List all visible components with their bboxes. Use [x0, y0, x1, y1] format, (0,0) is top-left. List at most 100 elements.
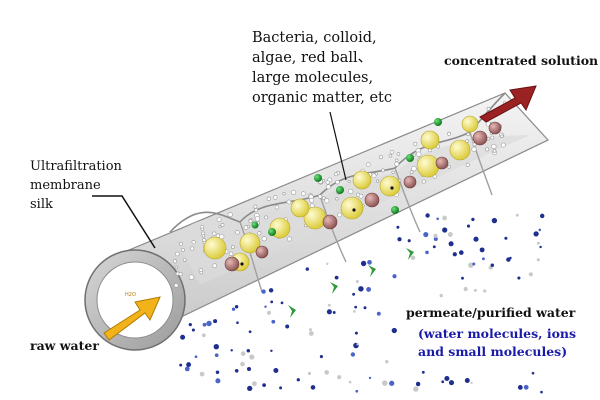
permeate-molecule — [536, 258, 540, 262]
raw-water-label: raw water — [30, 338, 99, 353]
permeate-molecule — [423, 232, 429, 238]
membrane-pore — [412, 153, 416, 157]
permeate-molecule — [191, 328, 195, 332]
membrane-pore — [325, 180, 330, 185]
permeate-molecule — [481, 257, 485, 261]
permeate-molecule — [425, 213, 430, 218]
red-particle — [472, 130, 488, 146]
membrane-pore — [274, 205, 280, 210]
membrane-pore — [466, 132, 470, 137]
red-particle — [364, 192, 380, 208]
permeate-molecule — [354, 331, 358, 335]
permeate-molecule — [528, 272, 534, 277]
permeate-molecule — [262, 383, 266, 387]
permeate-molecule — [472, 262, 476, 266]
permeate-molecule — [202, 322, 207, 327]
membrane-pore — [447, 131, 451, 136]
permeate-molecule — [266, 310, 272, 315]
permeate-molecule — [355, 279, 359, 284]
tube-end-opening — [96, 261, 174, 339]
permeate-molecule — [413, 386, 419, 392]
permeate-molecule — [249, 354, 255, 360]
permeate-molecule — [236, 321, 239, 325]
permeate-molecule — [201, 333, 206, 338]
membrane-pore — [200, 227, 205, 231]
permeate-molecule — [506, 257, 511, 262]
membrane-pore — [181, 247, 185, 252]
permeate-molecule — [334, 275, 339, 280]
permeate-molecule — [433, 233, 438, 238]
permeate-molecule — [310, 385, 316, 390]
permeate-molecule — [396, 225, 400, 229]
membrane-pore — [212, 231, 217, 236]
permeation-arrows — [288, 248, 414, 318]
membrane-pore — [358, 193, 364, 199]
permeate-molecule — [471, 217, 475, 222]
green-arrow-icon — [288, 305, 296, 318]
permeate-molecule — [350, 352, 356, 357]
membrane-pore — [182, 258, 187, 262]
permeate-molecule — [425, 250, 429, 255]
permeate-molecule — [360, 260, 367, 267]
permeate-molecule — [533, 231, 539, 237]
green-particle — [268, 228, 276, 236]
membrane-pore — [309, 197, 315, 203]
membrane-pore — [500, 142, 506, 148]
membrane-pore — [421, 179, 426, 184]
membrane-pore — [273, 195, 278, 200]
membrane-pore — [218, 225, 222, 229]
membrane-pore — [485, 147, 490, 152]
permeate-molecule — [410, 255, 416, 260]
permeate-molecule — [326, 262, 329, 266]
permeate-molecule — [531, 371, 535, 375]
permeate-label: permeate/purified water — [406, 305, 576, 320]
permeate-molecule — [397, 237, 402, 242]
permeate-detail-line: (water molecules, ions — [418, 326, 577, 341]
permeate-molecule — [273, 367, 279, 374]
green-arrow-icon — [330, 282, 338, 294]
membrane-pore — [337, 212, 342, 218]
red-particle — [322, 214, 338, 230]
membrane-pore — [190, 246, 195, 251]
membrane-pore — [178, 272, 183, 277]
permeate-molecule — [179, 363, 183, 367]
membrane-pore — [248, 219, 253, 224]
membrane-pore — [391, 170, 395, 174]
membrane-label-line: silk — [30, 197, 53, 212]
membrane-pore — [254, 208, 258, 212]
retained-particles — [203, 115, 502, 272]
membrane-pore — [227, 212, 233, 218]
permeate-molecule — [327, 303, 331, 307]
permeate-molecule — [270, 349, 273, 353]
particle-dot — [352, 208, 356, 212]
permeate-molecule — [539, 213, 545, 219]
green-arrow-icon — [406, 248, 414, 260]
membrane-pore — [381, 168, 385, 173]
permeate-molecule — [296, 378, 300, 382]
membrane-pore — [378, 155, 383, 160]
permeate-molecule — [479, 247, 485, 253]
permeate-molecule — [251, 381, 257, 387]
membrane-pore — [335, 197, 339, 201]
yellow-particle — [420, 130, 440, 150]
permeate-molecule — [234, 368, 239, 373]
permeate-molecule — [367, 259, 372, 265]
membrane-pore — [500, 134, 504, 138]
membrane-pore — [348, 188, 354, 195]
membrane-pore — [173, 283, 179, 288]
membrane-pore — [254, 216, 261, 222]
permeate-molecule — [442, 215, 447, 221]
contaminants-line: Bacteria, colloid, — [252, 30, 377, 46]
permeate-molecule — [215, 370, 220, 375]
membrane-pore — [388, 153, 393, 158]
permeate-molecule — [332, 311, 336, 314]
permeate-molecule — [231, 307, 236, 311]
permeate-detail-line: and small molecules) — [418, 344, 568, 359]
permeate-molecule — [470, 381, 473, 384]
permeate-molecule — [194, 355, 198, 359]
membrane-pore — [465, 162, 470, 167]
contaminants-line: algae, red ball、 — [252, 50, 373, 66]
permeate-molecule — [447, 232, 453, 237]
membrane-label-line: Ultrafiltration — [30, 159, 122, 174]
contaminants-line: organic matter, etc — [252, 90, 393, 106]
